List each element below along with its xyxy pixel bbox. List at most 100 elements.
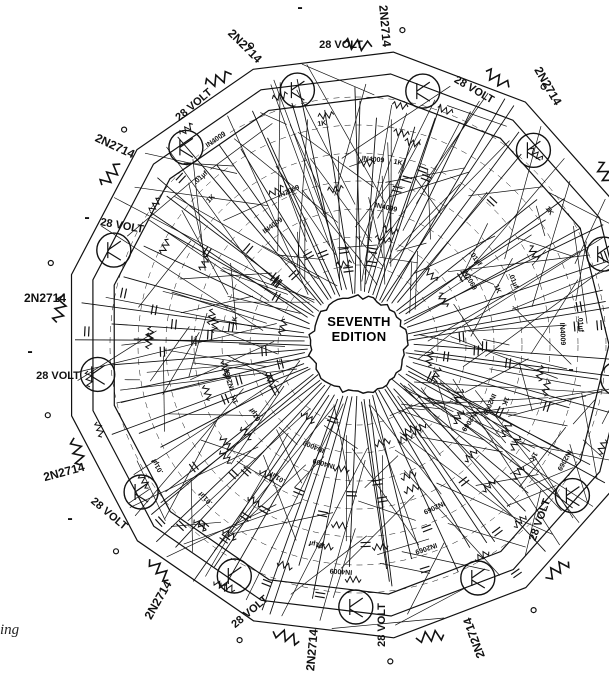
cross-wire [413, 235, 496, 274]
transistor-symbol [460, 560, 496, 596]
component-ring [165, 152, 551, 538]
capacitor-symbol [271, 291, 282, 303]
cross-wire [506, 485, 557, 507]
cross-wire [306, 64, 386, 204]
capacitor-symbol [288, 269, 300, 281]
cross-wire [171, 291, 267, 324]
resistor-symbol [425, 268, 439, 281]
radial-wire [74, 339, 305, 342]
capacitor-symbol [371, 479, 383, 486]
cross-wire [133, 383, 272, 475]
cross-wire [188, 312, 208, 378]
radial-wire [405, 198, 565, 315]
cross-wire [414, 176, 441, 214]
cross-wire [462, 350, 487, 368]
terminal-dot [236, 636, 243, 644]
cross-wire [149, 326, 190, 382]
cross-wire [474, 420, 536, 449]
cross-wire [230, 385, 285, 465]
radial-wire [267, 137, 341, 297]
radial-wire [368, 399, 393, 587]
capacitor-symbol [360, 541, 371, 548]
cross-wire [465, 272, 495, 285]
capacitor-symbol [473, 345, 480, 356]
resistor-symbol [404, 137, 421, 148]
cross-wire [437, 383, 453, 431]
cross-wire [164, 415, 220, 519]
capacitor-symbol [314, 591, 326, 599]
cross-wire [377, 538, 430, 556]
resistor-symbol [331, 520, 348, 530]
resistor-symbol [213, 580, 228, 592]
cross-wire [232, 512, 334, 535]
capacitor-symbol [302, 251, 315, 261]
cross-wire [238, 343, 286, 347]
component-ring [277, 264, 439, 426]
resistor-symbol [464, 449, 478, 463]
center-line-2: EDITION [331, 329, 387, 344]
outer-resistor [343, 37, 373, 53]
resistor-symbol [218, 450, 231, 464]
resistor-symbol [453, 388, 465, 404]
outer-resistor [596, 161, 609, 188]
capacitor-symbol [219, 533, 231, 544]
cross-wire [379, 562, 430, 574]
cross-wire [447, 523, 526, 548]
resistor-symbol [333, 464, 350, 474]
cross-wire [77, 330, 157, 381]
cross-wire [338, 156, 341, 281]
cross-wire [511, 268, 609, 310]
capacitor-symbol [366, 260, 377, 268]
capacitor-symbol [338, 247, 350, 254]
transistor-symbol [600, 363, 609, 395]
cross-wire [468, 186, 544, 197]
resistor-symbol [317, 541, 334, 551]
cross-wire [129, 446, 259, 508]
resistor-symbol [425, 350, 435, 367]
resistor-symbol [327, 184, 344, 194]
cross-wire [113, 197, 315, 303]
transistor-symbol [279, 72, 316, 108]
capacitor-symbol [481, 341, 488, 352]
cross-wire [403, 385, 594, 507]
resistor-symbol [530, 147, 544, 160]
cross-wire [417, 396, 568, 427]
capacitor-symbol [346, 491, 357, 497]
cross-wire [361, 104, 393, 282]
cross-wire [439, 381, 562, 512]
radial-wire [398, 219, 546, 315]
radial-wire [81, 302, 305, 334]
radial-wire [372, 117, 436, 296]
cross-wire [396, 242, 427, 252]
cross-wire [470, 258, 513, 337]
resistor-symbol [509, 436, 522, 451]
cross-wire [416, 100, 480, 204]
radial-wire [407, 289, 603, 335]
resistor-symbol [403, 483, 420, 495]
resistor-symbol [268, 184, 284, 196]
capacitor-symbol [317, 510, 329, 518]
transistor-symbol [216, 558, 253, 594]
cross-wire [381, 175, 386, 285]
cross-wire [530, 279, 579, 355]
component-ring [249, 236, 467, 454]
cross-wire [222, 267, 315, 301]
transistor-leads [526, 140, 541, 161]
radial-wire [404, 224, 604, 322]
minus-sign: - [297, 0, 303, 16]
cross-wire [270, 84, 331, 246]
transistor-symbol [405, 73, 441, 109]
radial-wire [261, 398, 339, 611]
cross-wire [337, 244, 377, 249]
capacitor-symbol [495, 405, 505, 418]
minus-sign: - [568, 361, 574, 378]
transistor-leads [349, 597, 364, 618]
cross-wire [331, 617, 445, 629]
capacitor-symbol [154, 516, 166, 528]
cross-wire [447, 105, 507, 127]
cross-wire [397, 395, 441, 456]
radial-wire [311, 396, 353, 599]
capacitor-symbol [220, 393, 230, 405]
outer-resistor [272, 628, 300, 647]
